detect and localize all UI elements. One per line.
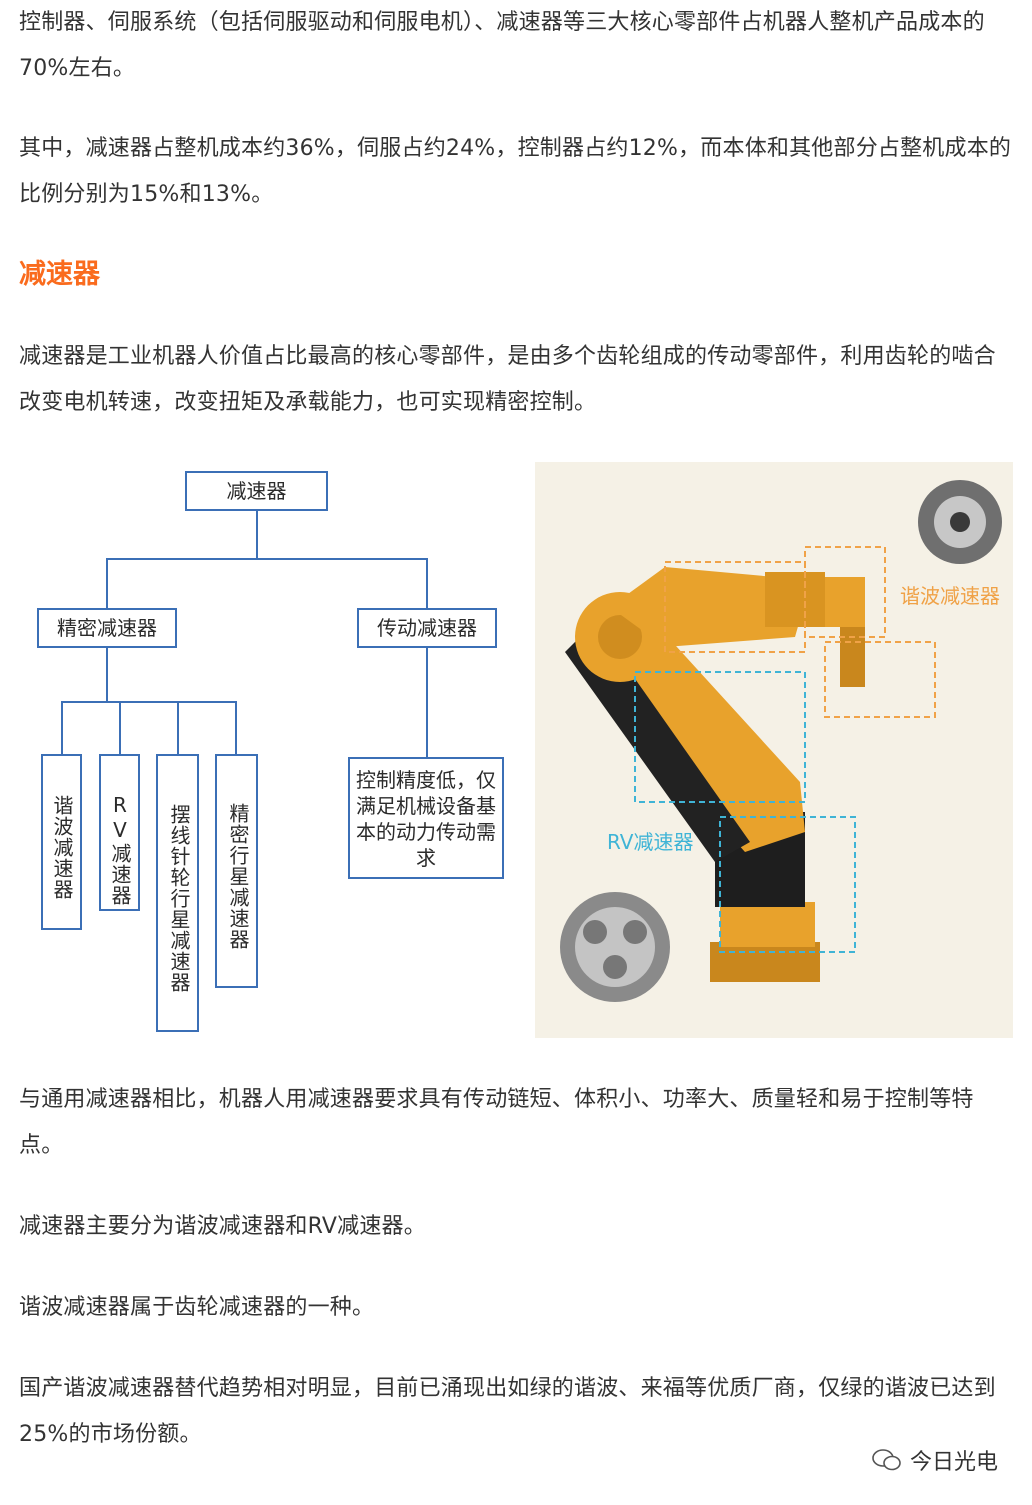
diagram-transmission-box: 传动减速器	[357, 608, 497, 648]
diagram-line	[235, 701, 237, 754]
diagram-planetary-box: 精密行星减速器	[215, 754, 258, 988]
paragraph-robot-reducer-features: 与通用减速器相比，机器人用减速器要求具有传动链短、体积小、功率大、质量轻和易于控…	[19, 1087, 974, 1158]
diagram-line	[106, 558, 428, 560]
diagram-cycloid-box: 摆线针轮行星减速器	[156, 754, 199, 1032]
diagram-root-box: 减速器	[185, 471, 328, 511]
wechat-icon	[872, 1449, 901, 1471]
diagram-line	[106, 648, 108, 702]
robot-arm-image: 谐波减速器 RV减速器	[535, 462, 1013, 1038]
watermark: 今日光电	[872, 1444, 998, 1476]
diagram-line	[61, 701, 237, 703]
diagram-line	[256, 511, 258, 559]
paragraph-cost-breakdown: 其中，减速器占整机成本约36%，伺服占约24%，控制器占约12%，而本体和其他部…	[19, 136, 1012, 207]
diagram-line	[426, 558, 428, 608]
diagram-line	[177, 701, 179, 754]
diagram-line	[106, 558, 108, 608]
diagram-rv-box: RV减速器	[99, 754, 140, 911]
robot-arm-illustration	[535, 462, 1013, 1038]
paragraph-reducer-types: 减速器主要分为谐波减速器和RV减速器。	[19, 1214, 426, 1239]
diagram-harmonic-box: 谐波减速器	[41, 754, 82, 930]
paragraph-domestic-harmonic: 国产谐波减速器替代趋势相对明显，目前已涌现出如绿的谐波、来福等优质厂商，仅绿的谐…	[19, 1376, 996, 1447]
diagram-line	[119, 701, 121, 754]
diagram-transmission-description: 控制精度低，仅满足机械设备基本的动力传动需求	[348, 757, 504, 879]
harmonic-reducer-label: 谐波减速器	[900, 584, 1000, 608]
paragraph-intro: 控制器、伺服系统（包括伺服驱动和伺服电机）、减速器等三大核心零部件占机器人整机产…	[19, 10, 985, 81]
watermark-text: 今日光电	[909, 1450, 998, 1475]
section-heading: 减速器	[19, 259, 100, 290]
paragraph-harmonic-category: 谐波减速器属于齿轮减速器的一种。	[19, 1295, 375, 1320]
diagram-precision-box: 精密减速器	[37, 608, 177, 648]
diagram-line	[61, 701, 63, 754]
diagram-line	[426, 648, 428, 757]
reducer-figure: 减速器 精密减速器 传动减速器 谐波减速器 RV减速器 摆线针轮行星减速器 精密…	[0, 455, 1032, 1045]
rv-reducer-label: RV减速器	[607, 830, 694, 854]
paragraph-reducer-definition: 减速器是工业机器人价值占比最高的核心零部件，是由多个齿轮组成的传动零部件，利用齿…	[19, 344, 996, 415]
